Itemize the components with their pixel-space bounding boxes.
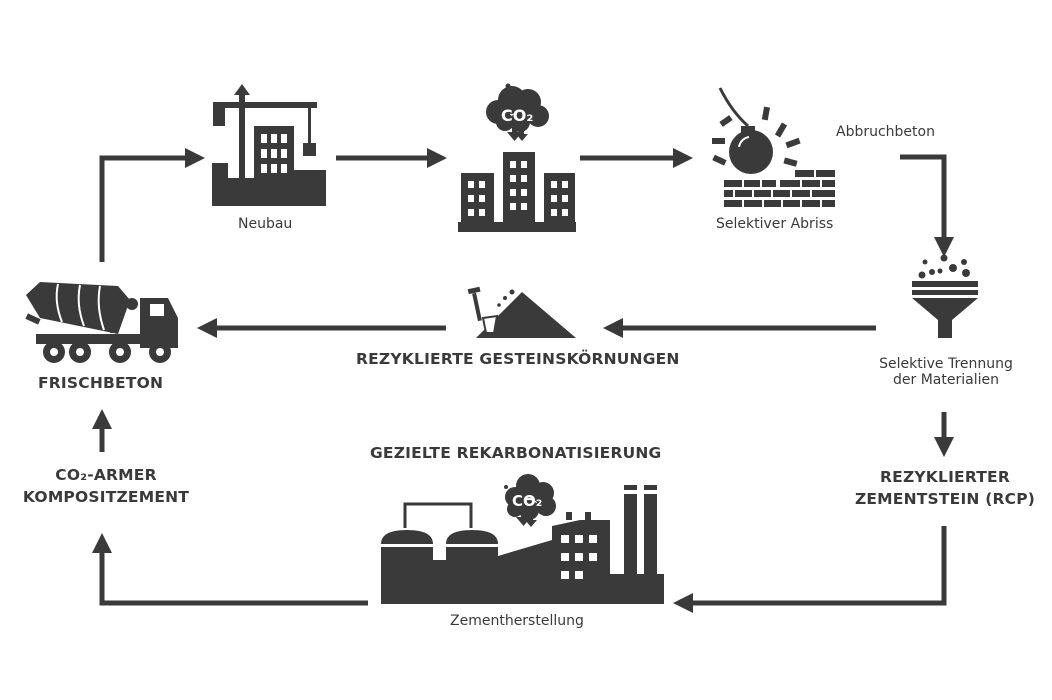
- co2-emitting-buildings-icon: CO₂: [458, 83, 576, 232]
- label-rezyklierter-zementstein: REZYKLIERTER ZEMENTSTEIN (RCP): [852, 466, 1038, 510]
- label-abbruchbeton: Abbruchbeton: [836, 124, 935, 140]
- label-zementherstellung: Zementherstellung: [450, 613, 584, 629]
- label-selektive-trennung-line1: Selektive Trennung: [879, 356, 1013, 372]
- label-rcp-line1: REZYKLIERTER: [880, 468, 1010, 486]
- label-co2-armer-line2: KOMPOSITZEMENT: [22, 488, 190, 506]
- label-co2-armer-line1: CO₂-ARMER: [55, 466, 157, 484]
- arrow-factory-to-cement: [92, 533, 368, 606]
- construction-crane-building-icon: [212, 84, 326, 206]
- label-selektive-trennung: Selektive Trennung der Materialien: [862, 356, 1030, 388]
- aggregate-pile-shovel-icon: [467, 286, 576, 338]
- label-co2-armer-kompositzement: CO₂-ARMER KOMPOSITZEMENT: [16, 464, 196, 508]
- label-rezyklierte-gesteinskoernungen: REZYKLIERTE GESTEINSKÖRNUNGEN: [356, 350, 680, 368]
- sorting-funnel-icon: [912, 254, 978, 338]
- arrow-abbruchbeton-to-funnel: [900, 154, 954, 257]
- wrecking-ball-demolition-icon: [712, 87, 835, 207]
- label-gezielte-rekarbonatisierung: GEZIELTE REKARBONATISIERUNG: [370, 444, 662, 462]
- label-rcp-line2: ZEMENTSTEIN (RCP): [854, 490, 1036, 508]
- label-frischbeton: FRISCHBETON: [38, 374, 164, 392]
- co2-bubble-top: CO₂: [501, 106, 533, 125]
- co2-bubble-factory: CO₂: [512, 492, 542, 510]
- label-selektiver-abriss: Selektiver Abriss: [716, 216, 834, 232]
- concrete-mixer-truck-icon: [25, 282, 178, 363]
- arrow-frischbeton-to-neubau: [99, 148, 205, 262]
- label-selektive-trennung-line2: der Materialien: [893, 372, 999, 388]
- cement-factory-icon: CO₂: [381, 474, 664, 604]
- label-neubau: Neubau: [238, 216, 293, 232]
- arrow-rcp-to-factory: [673, 526, 947, 613]
